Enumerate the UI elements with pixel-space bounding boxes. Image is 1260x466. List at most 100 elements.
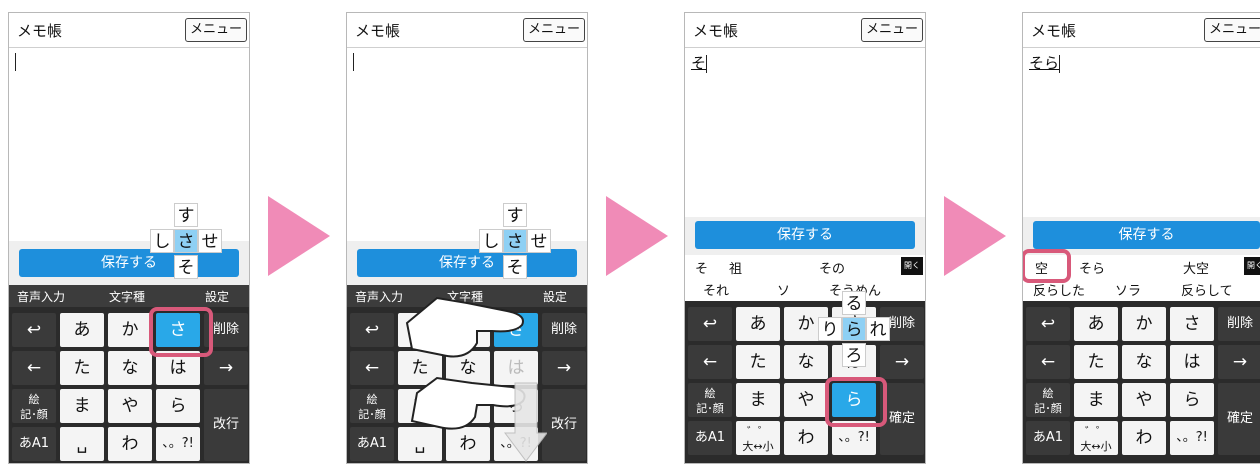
key-sa[interactable]: さ (156, 313, 200, 347)
mode-key[interactable]: あA1 (688, 421, 732, 455)
space-key[interactable]: ␣ (398, 427, 442, 461)
flick-bottom-ro: ろ (842, 343, 866, 367)
menu-button[interactable]: メニュー (184, 18, 247, 42)
cursor-left-key[interactable]: ← (350, 351, 394, 385)
key-wa[interactable]: わ (1122, 421, 1166, 455)
key-ra[interactable]: ら (1170, 383, 1214, 417)
voice-input-button[interactable]: 音声入力 (17, 290, 66, 304)
app-title: メモ帳 (1031, 22, 1077, 40)
key-wa[interactable]: わ (784, 421, 828, 455)
punctuation-key[interactable]: 、。?! (156, 427, 200, 461)
undo-key[interactable]: ↩ (350, 313, 394, 347)
undo-key[interactable]: ↩ (12, 313, 56, 347)
enter-key[interactable]: 改行 (542, 389, 586, 461)
candidate[interactable]: 空 (1035, 262, 1049, 277)
confirm-key[interactable]: 確定 (1218, 383, 1260, 455)
settings-button[interactable]: 設定 (205, 290, 230, 304)
key-a[interactable]: あ (736, 307, 780, 341)
settings-button[interactable]: 設定 (543, 290, 568, 304)
key-ha[interactable]: は (1170, 345, 1214, 379)
mode-key[interactable]: あA1 (1026, 421, 1070, 455)
delete-key[interactable]: 削除 (1218, 307, 1260, 341)
mode-key[interactable]: あA1 (350, 427, 394, 461)
key-wa[interactable]: わ (108, 427, 152, 461)
flick-right-se: せ (198, 229, 222, 253)
candidate[interactable]: 反らした (1033, 284, 1086, 299)
emoji-key[interactable]: 絵 記･顔 (688, 383, 732, 417)
cursor-right-key[interactable]: → (542, 351, 586, 385)
key-ka[interactable]: か (108, 313, 152, 347)
emoji-key[interactable]: 絵 記･顔 (12, 389, 56, 423)
candidate[interactable]: そ (695, 262, 709, 277)
candidate[interactable]: ソラ (1115, 284, 1142, 299)
save-button[interactable]: 保存する (1033, 221, 1260, 249)
undo-key[interactable]: ↩ (1026, 307, 1070, 341)
candidate[interactable]: 反らして (1181, 284, 1233, 299)
candidate[interactable]: その (819, 262, 846, 277)
delete-key[interactable]: 削除 (542, 313, 586, 347)
menu-button[interactable]: メニュー (860, 18, 923, 42)
voice-input-button[interactable]: 音声入力 (355, 290, 404, 304)
open-candidates-button[interactable]: 開く (1244, 257, 1260, 275)
candidate[interactable]: 祖 (729, 262, 743, 277)
flick-top-su: す (503, 203, 527, 227)
dakuten-key[interactable]: ゛゜ 大↔小 (736, 421, 780, 455)
emoji-key[interactable]: 絵 記･顔 (1026, 383, 1070, 417)
punctuation-key[interactable]: 、。?! (1170, 421, 1214, 455)
save-button[interactable]: 保存する (357, 249, 577, 277)
open-candidates-button[interactable]: 開く (901, 257, 923, 275)
title-bar: メモ帳 メニュー (9, 13, 249, 48)
space-key[interactable]: ␣ (60, 427, 104, 461)
cursor-left-key[interactable]: ← (12, 351, 56, 385)
save-button[interactable]: 保存する (695, 221, 915, 249)
memo-area[interactable] (347, 48, 587, 240)
key-na[interactable]: な (108, 351, 152, 385)
cursor-right-key[interactable]: → (204, 351, 248, 385)
dakuten-key[interactable]: ゛゜ 大↔小 (1074, 421, 1118, 455)
char-type-button[interactable]: 文字種 (109, 290, 146, 304)
key-ma[interactable]: ま (736, 383, 780, 417)
candidate[interactable]: ソ (777, 284, 791, 299)
confirm-key[interactable]: 確定 (880, 383, 924, 455)
key-ta[interactable]: た (736, 345, 780, 379)
key-ha[interactable]: は (494, 351, 538, 385)
flick-left-shi: し (479, 229, 503, 253)
key-ma[interactable]: ま (60, 389, 104, 423)
emoji-key[interactable]: 絵 記･顔 (350, 389, 394, 423)
cursor-left-key[interactable]: ← (688, 345, 732, 379)
key-sa[interactable]: さ (1170, 307, 1214, 341)
memo-text (353, 52, 354, 71)
menu-button[interactable]: メニュー (522, 18, 585, 42)
key-ya[interactable]: や (784, 383, 828, 417)
key-na[interactable]: な (784, 345, 828, 379)
key-ka[interactable]: か (1122, 307, 1166, 341)
save-button[interactable]: 保存する (19, 249, 239, 277)
memo-area[interactable]: そら (1023, 48, 1260, 216)
memo-area[interactable]: そ (685, 48, 925, 216)
undo-key[interactable]: ↩ (688, 307, 732, 341)
key-a[interactable]: あ (60, 313, 104, 347)
cursor-left-key[interactable]: ← (1026, 345, 1070, 379)
enter-key[interactable]: 改行 (204, 389, 248, 461)
key-ya[interactable]: や (108, 389, 152, 423)
key-ya[interactable]: や (1122, 383, 1166, 417)
candidate[interactable]: 大空 (1183, 262, 1210, 277)
key-ta[interactable]: た (1074, 345, 1118, 379)
key-ma[interactable]: ま (1074, 383, 1118, 417)
text-caret (706, 54, 708, 73)
key-ta[interactable]: た (60, 351, 104, 385)
key-wa[interactable]: わ (446, 427, 490, 461)
cursor-right-key[interactable]: → (1218, 345, 1260, 379)
key-na[interactable]: な (1122, 345, 1166, 379)
memo-area[interactable] (9, 48, 249, 240)
candidate[interactable]: それ (703, 284, 730, 299)
menu-button[interactable]: メニュー (1203, 18, 1260, 42)
candidate-row-2: それ ソ そうめん (685, 277, 925, 299)
key-a[interactable]: あ (1074, 307, 1118, 341)
key-ra[interactable]: ら (156, 389, 200, 423)
cursor-right-key[interactable]: → (880, 345, 924, 379)
mode-key[interactable]: あA1 (12, 427, 56, 461)
key-ra[interactable]: ら (832, 383, 876, 417)
candidate[interactable]: そら (1079, 262, 1106, 277)
step-arrow-1 (268, 196, 330, 276)
